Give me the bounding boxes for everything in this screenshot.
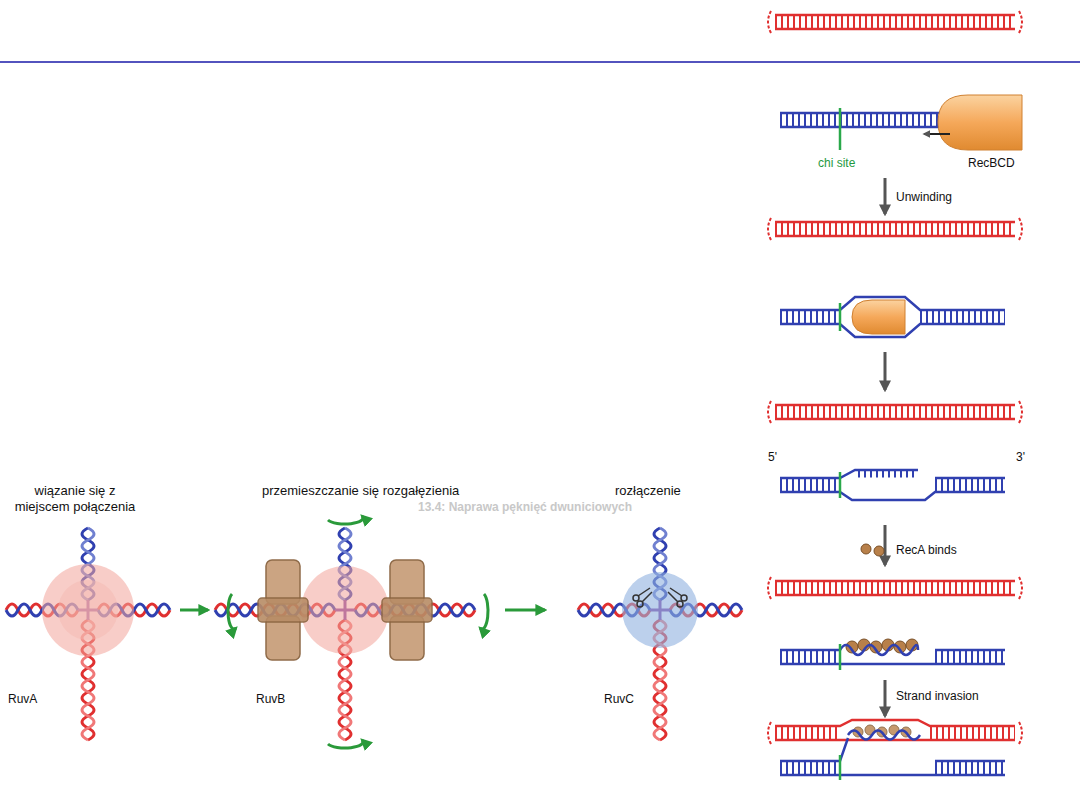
step-arrow — [884, 680, 887, 716]
ruva-junction — [6, 528, 170, 740]
step-arrow — [180, 609, 208, 612]
protein-label: RuvC — [604, 692, 634, 706]
step-arrow — [884, 178, 887, 214]
recbcd-stage-3 — [768, 401, 1022, 500]
chi-site-mark — [839, 108, 842, 150]
strand-end-label: 5' — [768, 450, 777, 464]
recbcd-stage-2 — [768, 218, 1022, 337]
reca-icon — [861, 544, 884, 556]
ruvb-ring — [382, 560, 432, 660]
step-caption: wiązanie się z miejscem połączenia — [10, 483, 140, 514]
strand-invasion-stage-5 — [768, 720, 1022, 780]
recbcd-protein — [852, 300, 905, 334]
step-label: Strand invasion — [896, 689, 979, 703]
header-rule — [0, 61, 1080, 63]
chi-site-mark — [839, 472, 842, 498]
step-arrow — [884, 525, 887, 565]
protein-label: RuvB — [256, 692, 285, 706]
faded-heading: 13.4: Naprawa pęknięć dwuniciowych — [418, 500, 632, 514]
step-label: Unwinding — [896, 190, 952, 204]
ruvc-protein — [622, 572, 698, 648]
step-caption: rozłączenie — [615, 483, 681, 499]
rotation-arrows — [228, 516, 488, 748]
ruvb-ring — [258, 560, 308, 660]
direction-arrow — [924, 133, 950, 135]
chi-site-mark — [839, 303, 842, 331]
protein-label: RuvA — [8, 692, 37, 706]
chi-site-mark — [839, 644, 842, 670]
chi-site-mark — [839, 755, 842, 780]
scissors-symbol — [633, 588, 687, 607]
ruva-protein — [301, 566, 389, 654]
protein-label: RecBCD — [968, 156, 1015, 170]
step-label: RecA binds — [896, 543, 957, 557]
ruvb-junction — [215, 516, 488, 748]
step-arrow — [884, 352, 887, 390]
recbcd-protein — [938, 95, 1022, 150]
ruva-protein — [42, 564, 134, 656]
recbcd-stage-1 — [768, 11, 1022, 150]
reca-stage-4 — [768, 577, 1022, 670]
step-caption: przemieszczanie się rozgałęzienia — [262, 483, 459, 499]
strand-end-label: 3' — [1016, 450, 1025, 464]
site-label: chi site — [818, 156, 855, 170]
step-arrow — [505, 609, 545, 612]
ruvc-junction — [578, 528, 742, 740]
